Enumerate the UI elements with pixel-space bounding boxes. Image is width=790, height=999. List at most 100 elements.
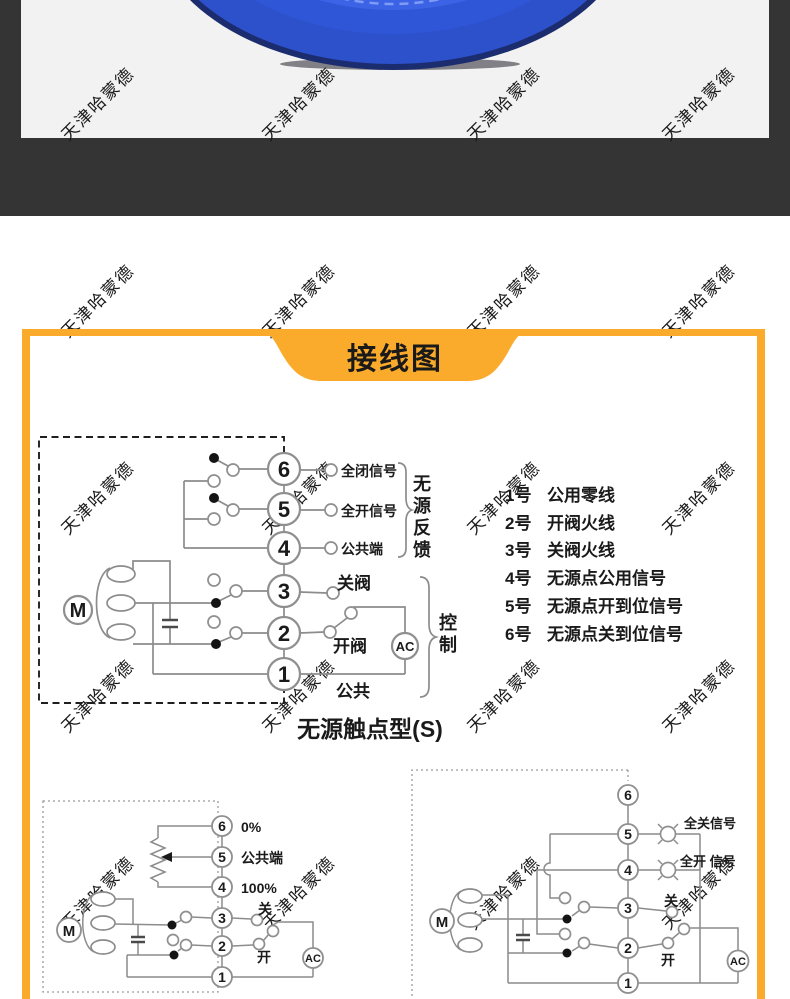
feedback-brace — [397, 462, 415, 558]
terminal-number: 2 — [278, 621, 290, 646]
motor-circle — [62, 594, 94, 626]
label-full-closed-signal: 全闭信号 — [340, 463, 397, 479]
banner-tab — [253, 329, 536, 381]
ac-label: AC — [396, 639, 415, 654]
winding-coil — [457, 888, 483, 904]
terminal-6 — [617, 784, 639, 806]
motor-label: M — [70, 600, 87, 622]
contact — [207, 615, 221, 629]
contact — [166, 933, 180, 947]
label-open: 开 — [661, 952, 675, 968]
winding-coil — [457, 937, 483, 953]
label-common-terminal: 公共端 — [241, 850, 283, 866]
contact — [661, 936, 675, 950]
label-common: 公共 — [336, 682, 370, 701]
motor-label: M — [436, 914, 449, 931]
main-diagram: M AC 6 5 4 3 2 1 全闭信号 全开信号 公共端 关阀 开阀 公共 — [38, 436, 443, 742]
motor-wires — [132, 560, 268, 675]
wiring-panel-frame: 接线图 — [22, 329, 765, 999]
contact — [179, 910, 193, 924]
closed-contact-dot — [209, 453, 219, 463]
terminal-number: 4 — [278, 536, 291, 561]
label-common-terminal: 公共端 — [341, 541, 383, 557]
legend-no: 4号 — [505, 569, 531, 588]
diagram-caption: 无源触点型(S) — [297, 716, 443, 742]
label-0-percent: 0% — [241, 819, 262, 835]
terminal-number: 6 — [278, 457, 290, 482]
label-100-percent: 100% — [241, 880, 277, 896]
winding-coil — [90, 939, 116, 955]
ac-label: AC — [730, 956, 746, 968]
terminal-legend: 1号 公用零线 2号 开阀火线 3号 关阀火线 4号 无源点公用信号 5号 无源… — [505, 485, 683, 644]
legend-desc: 无源点公用信号 — [546, 568, 666, 588]
terminal-number: 6 — [624, 787, 632, 803]
terminal-number: 1 — [624, 975, 632, 991]
control-switch-wires — [133, 590, 268, 645]
control-group-label: 控制 — [437, 613, 457, 657]
lamp-bus-wires — [638, 833, 701, 983]
lamp-diagram: AC M 6 5 4 3 2 1 全关信号 全开 信号 关 开 — [411, 769, 750, 999]
terminal-3 — [211, 907, 233, 929]
label-open: 开 — [257, 949, 271, 965]
label-full-close-signal: 全关信号 — [683, 816, 736, 831]
label-close-valve: 关阀 — [337, 573, 371, 593]
ac-loop-wires — [231, 917, 314, 978]
contact — [250, 913, 264, 927]
closed-contact-dot — [211, 639, 221, 649]
contact — [229, 626, 243, 640]
contact — [323, 625, 337, 639]
watermark: 天津哈蒙德 — [659, 458, 740, 539]
ac-source-circle — [726, 949, 750, 973]
watermark: 天津哈蒙德 — [464, 656, 545, 737]
contact — [577, 936, 591, 950]
dotted-enclosure — [411, 769, 629, 999]
terminal-4 — [211, 876, 233, 898]
lamp-full-close — [657, 823, 679, 845]
terminal-5 — [617, 823, 639, 845]
contact — [665, 905, 679, 919]
contact — [226, 503, 240, 517]
winding-coil — [457, 912, 483, 928]
ac-source-circle — [302, 947, 324, 969]
ac-source-circle — [390, 631, 420, 661]
panel-border-right — [757, 329, 765, 999]
motor-circle — [429, 908, 455, 934]
winding-arc — [82, 893, 95, 953]
banner-title: 接线图 — [347, 343, 443, 376]
winding-coil — [106, 594, 136, 612]
legend-no: 6号 — [505, 625, 531, 644]
terminal-number: 6 — [218, 818, 226, 834]
terminal-5 — [211, 846, 233, 868]
terminal-4 — [617, 859, 639, 881]
terminal-2 — [266, 615, 302, 651]
contact — [324, 541, 338, 555]
legend-no: 3号 — [505, 541, 531, 560]
terminal-number: 1 — [218, 969, 226, 985]
capacitor — [162, 618, 178, 629]
control-brace — [419, 576, 440, 698]
terminal-number: 3 — [624, 900, 632, 916]
terminal-3 — [617, 897, 639, 919]
legend-desc: 无源点开到位信号 — [546, 596, 683, 616]
terminal-number: 5 — [218, 849, 226, 865]
contact — [179, 938, 193, 952]
terminal-6 — [266, 451, 302, 487]
label-close: 关 — [258, 901, 272, 917]
legend-desc: 公用零线 — [547, 485, 615, 505]
pot-diagram: M AC 6 5 4 3 2 1 0% 公共端 100% 关 开 — [42, 800, 324, 993]
terminal-1 — [266, 656, 302, 692]
closed-contact-dot — [209, 493, 219, 503]
feedback-out-wires — [299, 469, 328, 594]
terminal-number: 1 — [278, 662, 290, 687]
watermark: 天津哈蒙德 — [58, 656, 139, 737]
pot-wires — [157, 825, 212, 888]
closed-contact-dot — [562, 914, 572, 924]
label-full-open-signal: 全开 信号 — [679, 854, 736, 869]
feedback-group-label: 无源反馈 — [411, 474, 431, 562]
terminal-number: 4 — [624, 862, 632, 878]
contact — [344, 606, 358, 620]
capacitor — [131, 935, 145, 944]
feedback-switch-wires — [183, 468, 268, 549]
terminal-2 — [211, 935, 233, 957]
